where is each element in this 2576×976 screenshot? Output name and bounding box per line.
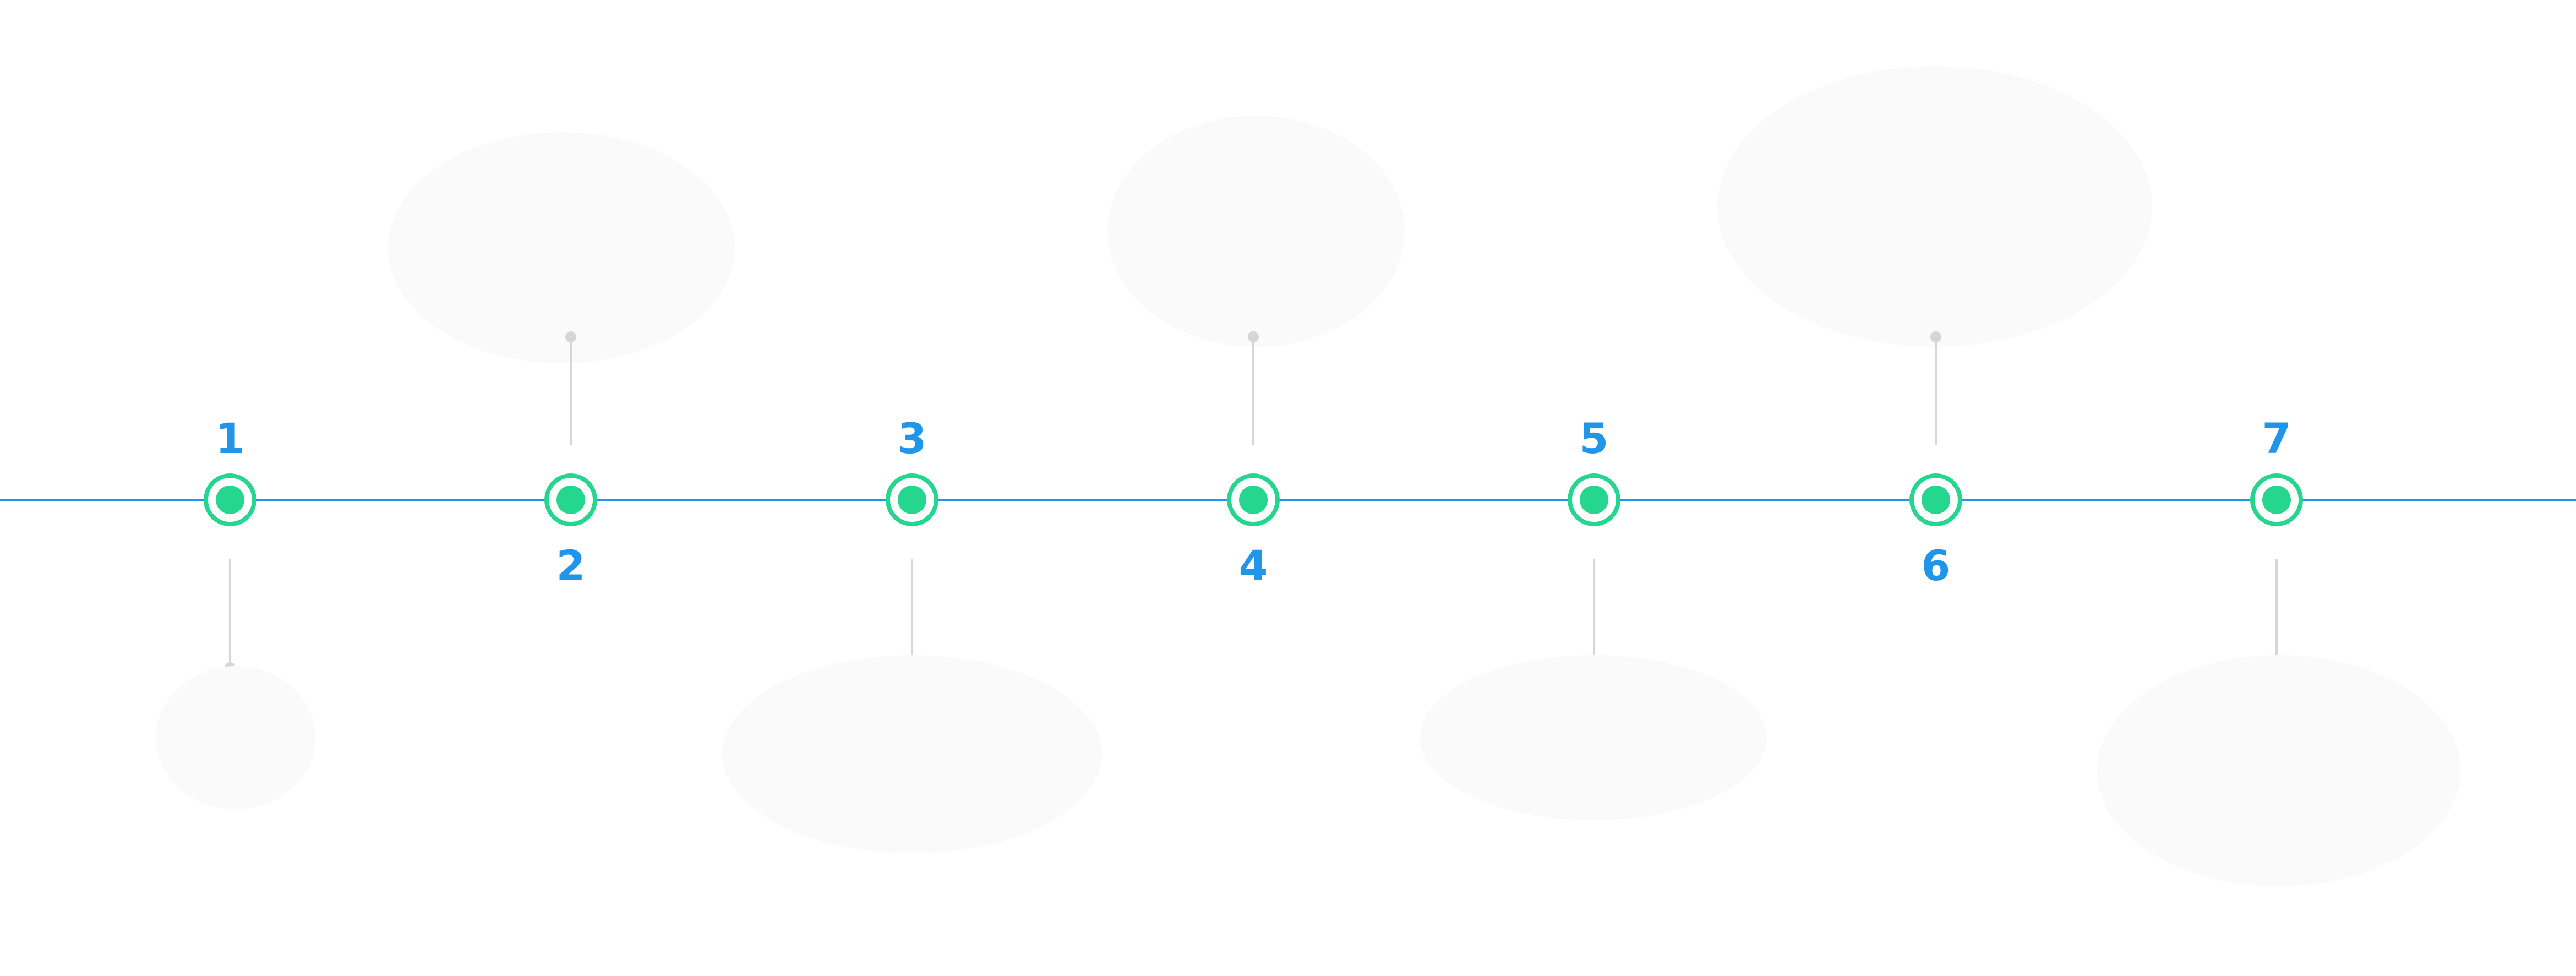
step-bubble-6 [1717, 66, 2152, 347]
connector-3 [911, 559, 913, 668]
timeline-node-3 [886, 473, 938, 526]
step-bubble-1 [156, 666, 315, 809]
step-bubble-4 [1107, 116, 1405, 347]
connector-1 [229, 559, 231, 668]
timeline-node-1 [204, 473, 256, 526]
timeline-node-7 [2250, 473, 2303, 526]
step-number-2: 2 [556, 541, 586, 590]
connector-4 [1252, 337, 1254, 445]
step-bubble-3 [722, 655, 1102, 853]
step-number-3: 3 [897, 414, 927, 463]
connector-2 [570, 337, 572, 445]
timeline-node-6 [1909, 473, 1962, 526]
timeline-node-4 [1227, 473, 1280, 526]
connector-6 [1935, 337, 1937, 445]
step-bubble-7 [2097, 655, 2460, 886]
step-number-5: 5 [1579, 414, 1609, 463]
step-number-4: 4 [1238, 541, 1268, 590]
step-number-6: 6 [1921, 541, 1951, 590]
connector-7 [2275, 559, 2278, 668]
connector-5 [1593, 559, 1595, 668]
timeline-node-5 [1568, 473, 1620, 526]
step-bubble-5 [1420, 655, 1767, 820]
timeline-node-2 [544, 473, 597, 526]
step-number-1: 1 [215, 414, 245, 463]
step-number-7: 7 [2262, 414, 2291, 463]
step-bubble-2 [388, 132, 735, 363]
timeline-axis [0, 499, 2576, 501]
